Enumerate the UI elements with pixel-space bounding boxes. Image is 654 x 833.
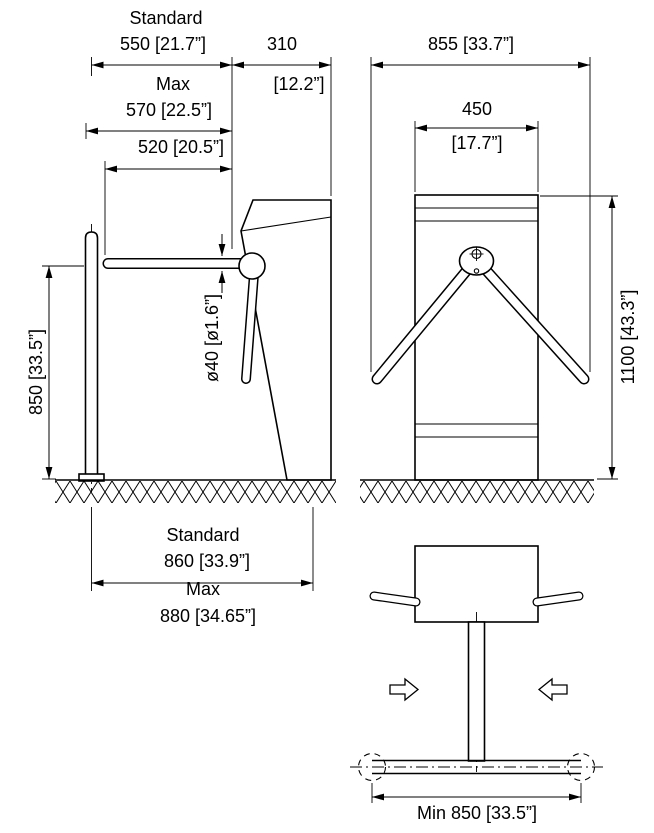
tripod-arm-rotated-inner (242, 270, 258, 383)
front-geometry (360, 194, 594, 503)
guide-post (84, 231, 99, 476)
ground-hatch-side (55, 481, 336, 503)
flow-arrow-right-icon (389, 677, 420, 702)
side-dim-880: 880 [34.65”] (160, 606, 256, 626)
top-view: Min 850 [33.5”] (350, 545, 603, 823)
hub-bolt (469, 247, 484, 274)
front-dim-450-inch: [17.7”] (451, 133, 502, 153)
ground-hatch-front (360, 481, 594, 503)
cabinet-cap-seam (240, 216, 332, 232)
front-dim-1100: 1100 [43.3”] (618, 290, 638, 385)
side-standard-label: Standard (129, 8, 202, 28)
side-geometry (55, 199, 336, 503)
hub-boss (238, 252, 266, 280)
side-dim-860: 860 [33.9”] (164, 551, 250, 571)
side-dim-310-inch: [12.2”] (273, 74, 324, 94)
plan-arm-right-inner (533, 592, 583, 606)
tripod-arm-right-inner (481, 265, 588, 383)
cabinet-side-outline (240, 199, 332, 481)
front-dim-855: 855 [33.7”] (428, 34, 514, 54)
side-base-standard-label: Standard (166, 525, 239, 545)
side-base-max-label: Max (186, 579, 220, 599)
top-dim-min-850: Min 850 [33.5”] (417, 803, 537, 823)
front-view: 855 [33.7”] 450 [17.7”] 1100 [43.3”] (360, 34, 638, 503)
front-dim-450: 450 (462, 99, 492, 119)
cabinet-plan-outline (414, 545, 539, 623)
plan-arm-left-inner (370, 592, 420, 606)
top-dimension-lines (371, 783, 582, 803)
side-dim-310: 310 (267, 34, 297, 54)
side-dim-570: 570 [22.5”] (126, 100, 212, 120)
side-dim-dia40: ø40 [ø1.6”] (202, 294, 222, 382)
side-view: Standard 550 [21.7”] 310 [12.2”] Max 570… (26, 8, 336, 626)
side-dim-850: 850 [33.5”] (26, 329, 46, 415)
side-dim-520: 520 [20.5”] (138, 137, 224, 157)
front-dimension-lines (371, 61, 616, 479)
rail-end-left (357, 752, 387, 782)
side-max-label: Max (156, 74, 190, 94)
front-extension-lines (370, 57, 618, 480)
side-dimension-lines (45, 61, 331, 587)
barrier-leaf (467, 621, 486, 762)
side-dim-550: 550 [21.7”] (120, 34, 206, 54)
side-extension-lines (42, 57, 332, 591)
flow-arrow-left-icon (537, 677, 568, 702)
top-geometry (350, 545, 603, 782)
tripod-arm-left-inner (373, 265, 472, 383)
rail-end-right (566, 752, 596, 782)
